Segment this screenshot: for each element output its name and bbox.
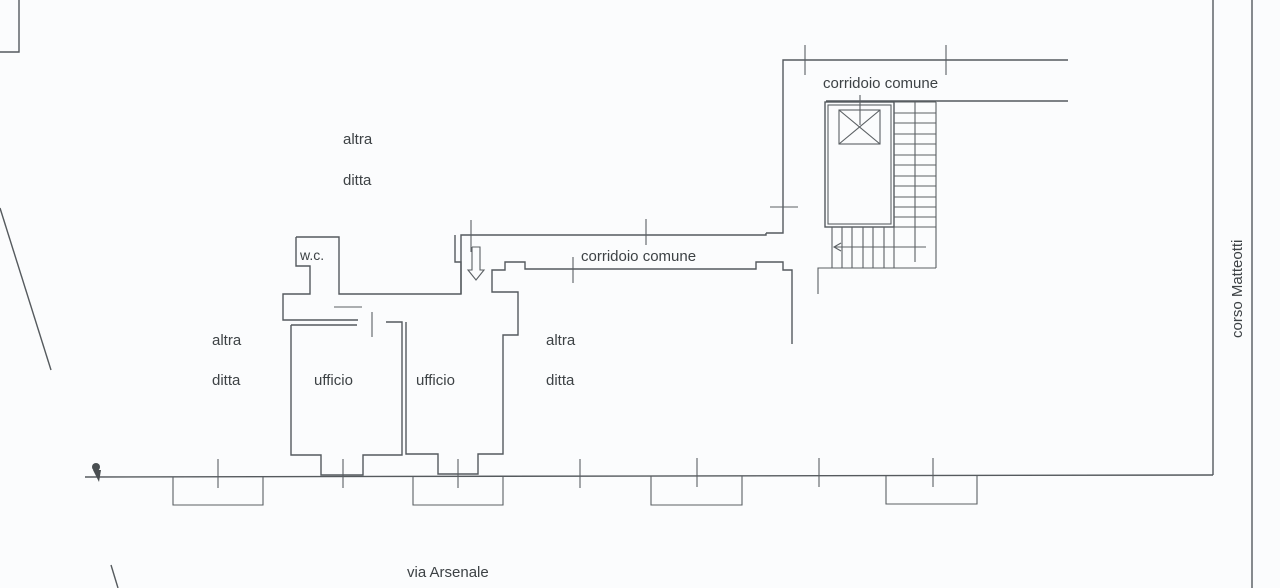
label-ufficio-1: ufficio xyxy=(314,372,353,389)
boundary-diagonal-left xyxy=(0,207,52,371)
office-1-wall xyxy=(290,321,403,476)
boundary-diagonal-bottom xyxy=(110,564,119,588)
elevator-icon xyxy=(838,95,881,145)
entrance-arrow-icon xyxy=(466,246,486,281)
corridor-wall-top xyxy=(454,235,462,294)
balcony-1 xyxy=(172,477,264,506)
window-ticks xyxy=(217,458,934,488)
wc-wall xyxy=(282,237,358,321)
label-altra-ditta-left-2: ditta xyxy=(212,372,241,389)
balcony-4 xyxy=(885,476,978,505)
label-ufficio-2: ufficio xyxy=(416,372,455,389)
staircase-icon xyxy=(817,101,937,294)
wall-corner-top-left xyxy=(0,0,20,53)
label-corridoio-mid: corridoio comune xyxy=(581,248,697,265)
label-altra-ditta-right-2: ditta xyxy=(546,372,575,389)
balcony-2 xyxy=(412,477,504,506)
office-2-wall xyxy=(405,261,793,475)
label-altra-ditta-top-1: altra xyxy=(343,131,373,148)
label-altra-ditta-right-1: altra xyxy=(546,332,576,349)
corridor-upper-wall xyxy=(766,59,1068,234)
label-corso-matteotti: corso Matteotti xyxy=(1229,239,1246,338)
facade-line xyxy=(84,474,1214,478)
label-altra-ditta-top-2: ditta xyxy=(343,172,372,189)
label-wc: w.c. xyxy=(300,247,325,263)
balcony-3 xyxy=(650,476,743,506)
compass-icon xyxy=(92,463,101,482)
label-via-arsenale: via Arsenale xyxy=(407,564,489,581)
label-corridoio-top: corridoio comune xyxy=(823,75,939,92)
label-altra-ditta-left-1: altra xyxy=(212,332,242,349)
